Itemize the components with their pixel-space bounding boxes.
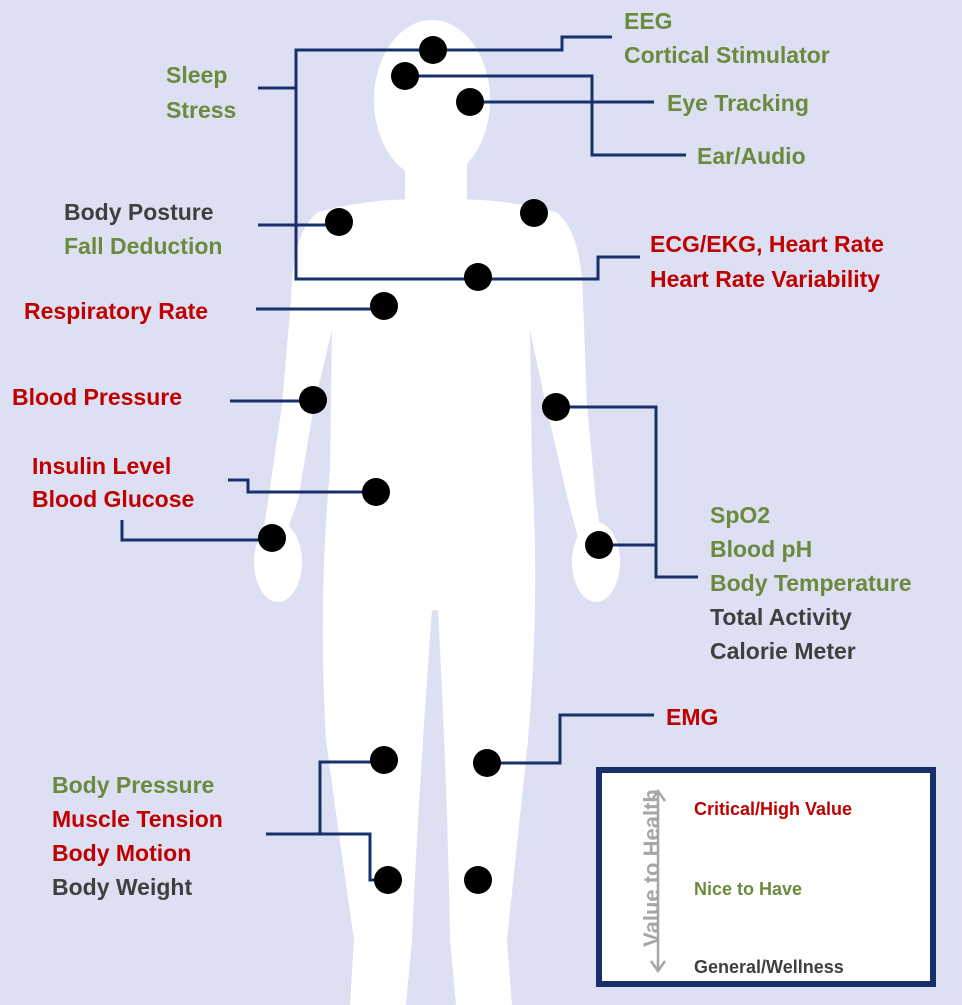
label-sleep: Sleep — [166, 58, 227, 92]
label-total-activity: Total Activity — [710, 600, 852, 634]
label-muscle-tension: Muscle Tension — [52, 802, 223, 836]
legend-nice-to-have: Nice to Have — [694, 879, 802, 900]
sensor-dot-abdomen — [362, 478, 390, 506]
sensor-dot-right-knee — [473, 749, 501, 777]
label-stress: Stress — [166, 93, 236, 127]
label-fall-deduction: Fall Deduction — [64, 229, 222, 263]
label-eye-tracking: Eye Tracking — [667, 86, 809, 120]
sensor-dot-left-knee — [370, 746, 398, 774]
sensor-dot-left-hand — [258, 524, 286, 552]
sensor-dot-forehead — [391, 62, 419, 90]
sensor-dot-right-ankle — [464, 866, 492, 894]
label-heart-rate-variability: Heart Rate Variability — [650, 262, 880, 296]
label-ecg-heart-rate: ECG/EKG, Heart Rate — [650, 227, 884, 261]
legend-critical-high-value: Critical/High Value — [694, 799, 852, 820]
label-body-pressure: Body Pressure — [52, 768, 214, 802]
legend-general-wellness: General/Wellness — [694, 957, 844, 978]
label-eeg: EEG — [624, 4, 673, 38]
sensor-dot-eye — [456, 88, 484, 116]
label-blood-ph: Blood pH — [710, 532, 812, 566]
label-spo2: SpO2 — [710, 498, 770, 532]
label-calorie-meter: Calorie Meter — [710, 634, 856, 668]
label-insulin-level: Insulin Level — [32, 449, 171, 483]
connector-glucose — [122, 520, 272, 540]
sensor-dot-left-shoulder — [325, 208, 353, 236]
label-blood-glucose: Blood Glucose — [32, 482, 194, 516]
label-cortical-stimulator: Cortical Stimulator — [624, 38, 830, 72]
sensor-dot-upper-chest — [370, 292, 398, 320]
label-blood-pressure: Blood Pressure — [12, 380, 182, 414]
label-body-motion: Body Motion — [52, 836, 191, 870]
sensor-dot-right-shoulder — [520, 199, 548, 227]
body-silhouette — [254, 20, 620, 1005]
label-respiratory-rate: Respiratory Rate — [24, 294, 208, 328]
sensor-dot-left-arm — [299, 386, 327, 414]
legend-double-arrow — [648, 787, 668, 977]
sensor-dot-left-ankle — [374, 866, 402, 894]
label-body-temperature: Body Temperature — [710, 566, 912, 600]
label-ear-audio: Ear/Audio — [697, 139, 806, 173]
label-emg: EMG — [666, 700, 718, 734]
sensor-dot-right-arm — [542, 393, 570, 421]
legend-box: Value to Health Critical/High Value Nice… — [596, 767, 936, 987]
sensor-dot-head-top — [419, 36, 447, 64]
label-body-weight: Body Weight — [52, 870, 192, 904]
sensor-dot-chest — [464, 263, 492, 291]
sensor-dot-right-hand — [585, 531, 613, 559]
label-body-posture: Body Posture — [64, 195, 214, 229]
